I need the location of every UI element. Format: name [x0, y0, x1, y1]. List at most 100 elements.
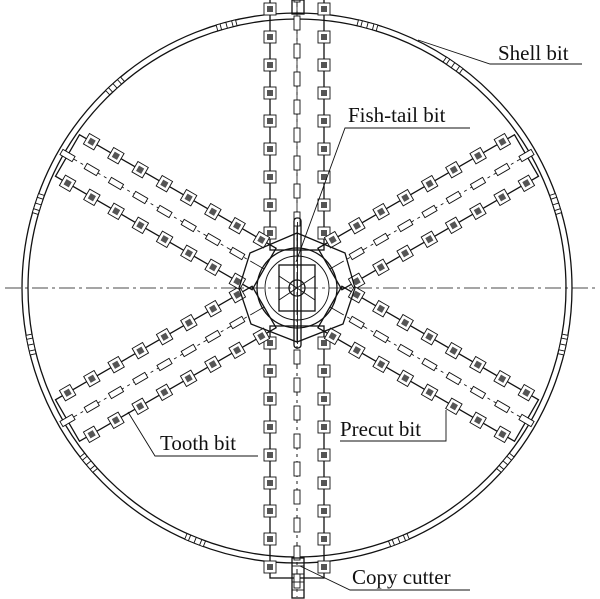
precut-bit [293, 461, 301, 477]
tooth-bit [517, 383, 536, 402]
precut-bit [83, 162, 100, 177]
precut-bit [469, 176, 487, 191]
tooth-bit [396, 188, 415, 207]
tooth-bit [82, 425, 101, 444]
tooth-bit [493, 132, 512, 151]
tooth-bit [396, 369, 415, 388]
tooth-bit [517, 174, 536, 193]
tooth-bit [180, 244, 198, 263]
tooth-bit [420, 174, 439, 193]
precut-bit [293, 99, 301, 115]
shell-bit [387, 533, 410, 548]
precut-bit [293, 127, 301, 143]
tooth-bit [372, 299, 390, 318]
precut-bit [59, 413, 76, 428]
tooth-bit [420, 327, 439, 346]
tooth-bit [469, 411, 487, 430]
precut-bit [518, 148, 535, 163]
shell-bit [442, 56, 464, 75]
tooth-bit [204, 355, 222, 374]
precut-bit [180, 218, 197, 233]
tooth-bit [317, 114, 331, 128]
precut-bit [293, 0, 301, 3]
precut-bit [372, 232, 390, 247]
tooth-bit [228, 341, 246, 360]
precut-bit [156, 357, 173, 372]
precut-bit [469, 385, 487, 400]
tooth-bit [263, 392, 277, 406]
tooth-bit [228, 216, 246, 235]
precut-bit [293, 43, 301, 59]
spoke-arm [54, 132, 277, 291]
tooth-bit [396, 244, 414, 263]
copy-cutter [291, 557, 305, 599]
precut-bit [132, 190, 149, 205]
shell-bit [557, 333, 569, 356]
tooth-bit [263, 198, 277, 212]
tooth-bit [317, 198, 331, 212]
tooth-bit [372, 355, 390, 374]
tooth-bit [445, 160, 463, 179]
tooth-bit [252, 327, 271, 346]
shell-bit-label: Shell bit [498, 41, 569, 65]
precut-bit [293, 71, 301, 87]
tooth-bit [317, 58, 331, 72]
tooth-bit [317, 504, 331, 518]
fish-tail-bit-label: Fish-tail bit [348, 103, 446, 127]
tooth-bit [179, 369, 198, 388]
precut-bit [204, 232, 222, 247]
tooth-bit [58, 383, 77, 402]
precut-bit [293, 573, 301, 589]
shell-bit [104, 76, 126, 96]
tooth-bit [83, 369, 101, 388]
spoke-arm [317, 285, 540, 444]
tooth-bit [445, 397, 463, 416]
precut-bit [397, 343, 414, 358]
tooth-bit [317, 2, 331, 16]
tooth-bit [348, 341, 366, 360]
tooth-bit [107, 202, 125, 221]
copy-cutter-label: Copy cutter [352, 565, 451, 589]
shell-bit [79, 452, 98, 474]
shell-bit [496, 452, 515, 474]
tooth-bit [323, 230, 342, 249]
spokes [54, 0, 540, 589]
top-stub [291, 0, 305, 15]
tooth-bit [420, 383, 439, 402]
precut-bit [293, 377, 301, 393]
tooth-bit [107, 146, 125, 165]
tooth-bit [469, 146, 487, 165]
tooth-bit [107, 411, 125, 430]
centerlines [5, 2, 595, 597]
tooth-bit [155, 327, 174, 346]
tooth-bit [107, 355, 125, 374]
tooth-bit [317, 476, 331, 490]
precut-bit [445, 371, 462, 386]
tooth-bit [228, 285, 247, 304]
tooth-bit [131, 397, 149, 416]
precut-bit [293, 349, 301, 365]
precut-bit [59, 148, 76, 163]
tooth-bit [263, 364, 277, 378]
center-hub [238, 232, 356, 343]
precut-bit [421, 357, 438, 372]
tooth-bit [252, 230, 271, 249]
tooth-bit [317, 170, 331, 184]
precut-bit [293, 545, 301, 561]
tooth-bit [228, 272, 247, 291]
precut-bit [293, 489, 301, 505]
tooth-bit [420, 230, 439, 249]
spoke-arm [263, 0, 331, 251]
tooth-bit [347, 285, 366, 304]
tooth-bit [179, 188, 198, 207]
precut-bit [132, 371, 149, 386]
precut-bit [229, 246, 246, 261]
tooth-bit [263, 476, 277, 490]
precut-bit [494, 162, 511, 177]
tooth-bit [58, 174, 77, 193]
tooth-bit [317, 86, 331, 100]
tooth-bit [317, 142, 331, 156]
tooth-bit [323, 327, 342, 346]
precut-bit [229, 315, 246, 330]
